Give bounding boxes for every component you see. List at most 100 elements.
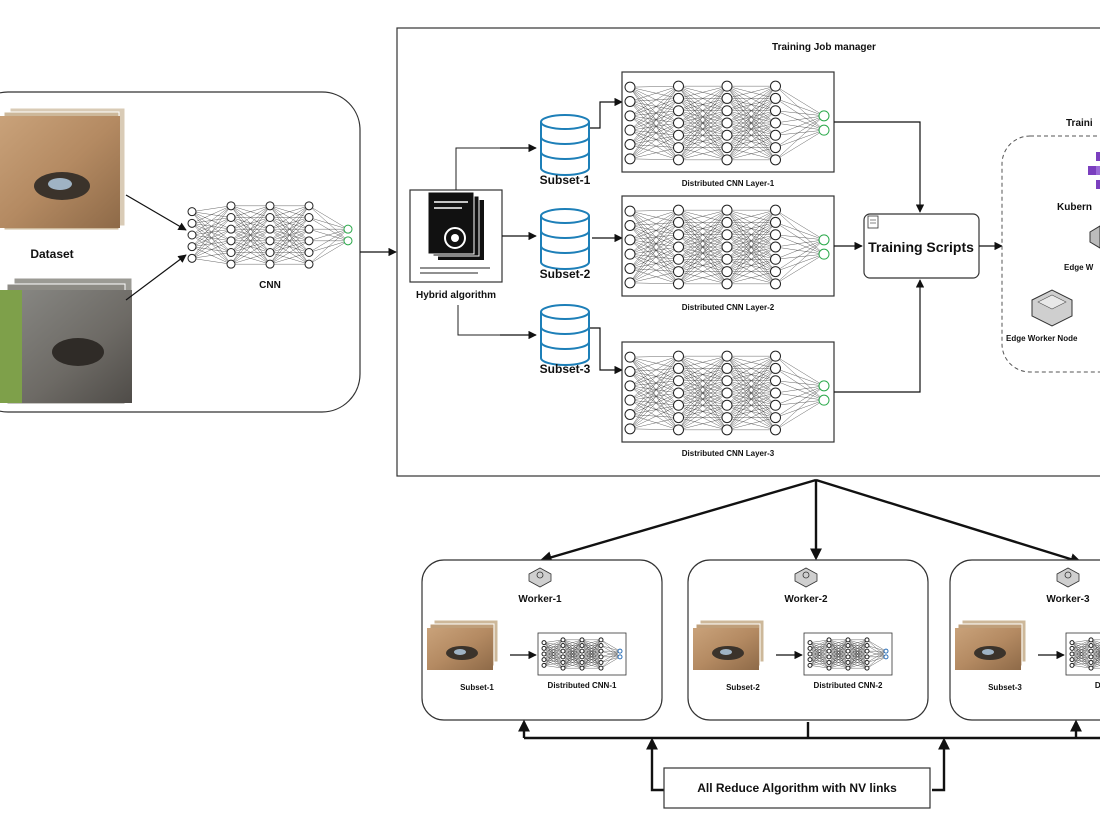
nn-edge [629,239,679,260]
nn-edge [629,211,679,260]
nn-edge [191,217,232,259]
nn-edge [678,85,728,99]
nn-edge [678,210,728,272]
nn-edge [847,662,868,669]
nn-node [721,424,733,436]
nn-edge [191,205,232,212]
nn-node [721,117,733,129]
nn-node [226,201,236,211]
nn-node [770,362,781,374]
nn-node [826,665,832,671]
nn-node [818,234,830,246]
nn-node [579,665,585,671]
nn-edge [629,254,679,285]
nn-edge [775,122,825,131]
nn-edge [678,210,728,284]
worker-subset-label: Subset-3 [988,683,1022,692]
nn-node [826,654,832,660]
nn-edge [230,205,271,230]
nn-edge [1090,639,1100,649]
nn-node [560,660,566,665]
nn-edge [726,86,776,136]
nn-edge [726,259,776,285]
nn-edge [629,259,679,283]
nn-edge [809,665,830,669]
nn-node [721,375,733,387]
nn-edge [629,158,679,161]
nn-node [807,645,813,651]
nn-edge [629,122,679,159]
nn-edge [775,110,825,117]
nn-node [721,105,733,117]
nn-edge [775,86,825,131]
nn-edge [629,98,679,131]
nn-edge [562,651,583,669]
nn-edge [726,356,776,430]
nn-node [818,110,830,122]
nn-edge [629,428,679,431]
nn-edge [629,357,679,394]
nn-edge [847,639,868,646]
nn-edge [629,222,679,269]
nn-edge [629,222,679,240]
nn-node [598,648,604,654]
nn-edge [629,239,679,248]
nn-node [624,139,636,150]
nn-edge [308,228,349,242]
nn-node [770,204,781,216]
nn-edge [629,110,679,117]
nn-edge [629,234,679,269]
nn-node [304,213,314,222]
worker-cnn-network [807,637,889,671]
nn-node [624,110,636,122]
nn-edge [230,205,271,218]
nn-edge [678,86,728,148]
nn-edge [678,110,728,160]
nn-node [624,423,636,435]
nn-edge [629,87,679,111]
edge-node-icon [528,567,552,588]
nn-node [541,640,547,646]
nn-edge [629,225,679,260]
nn-node [673,278,684,290]
nn-edge [1090,656,1100,660]
nn-edge [678,356,728,406]
nn-edge [629,405,679,429]
nn-node [826,643,832,648]
nn-node [541,651,547,657]
nn-node [770,399,781,411]
nn-edge [629,355,679,386]
subset-2-label: Subset-2 [540,267,591,281]
nn-edge [678,271,728,285]
nn-node [770,216,781,228]
nn-edge [629,357,679,381]
nn-edge [1090,662,1100,669]
nn-node [845,637,851,643]
edge-node-icon [1089,225,1100,249]
nn-edge [678,86,728,136]
nn-edge [726,86,776,148]
nn-node [598,654,604,660]
nn-edge [775,210,825,255]
nn-edge [866,651,887,669]
nn-node [721,266,733,278]
nn-edge [726,355,776,369]
nn-node [187,207,197,217]
nn-edge [629,385,679,394]
nn-node [673,253,684,265]
nn-edge [629,144,679,148]
nn-edge [269,229,310,265]
nn-edge [629,147,679,160]
nn-edge [629,380,679,401]
nn-edge [191,258,232,265]
nn-edge [191,240,232,259]
nn-node [721,204,733,216]
nn-node [770,154,781,166]
nn-edge [1090,659,1100,669]
nn-node [1088,643,1094,648]
nn-node [265,248,275,257]
nn-node [673,142,684,154]
nn-edge [629,209,679,226]
